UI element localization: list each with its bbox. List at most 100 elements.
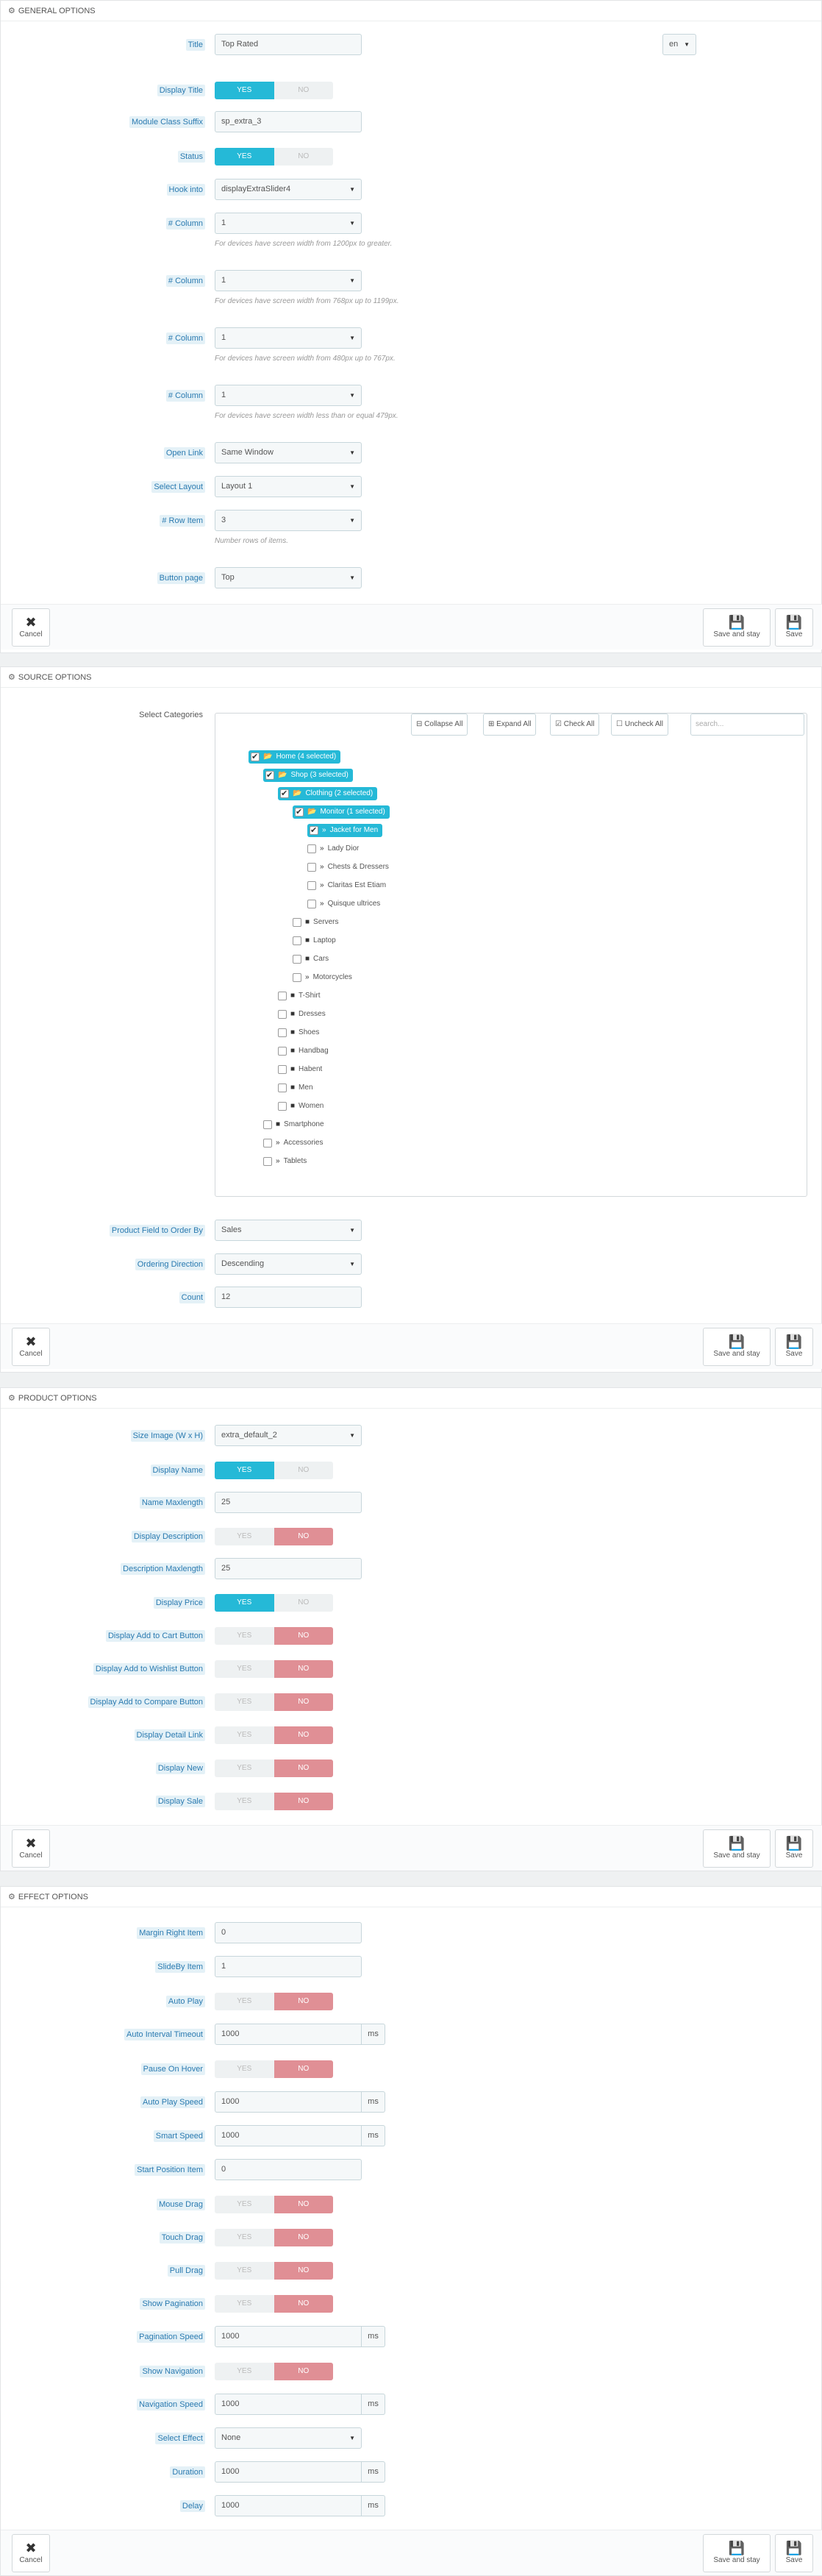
- pagination-speed-input[interactable]: 1000: [215, 2326, 362, 2347]
- tree-node[interactable]: »Claritas Est Etiam: [307, 879, 386, 892]
- toggle-yes[interactable]: YES: [215, 1726, 274, 1744]
- tree-node[interactable]: ■Cars: [293, 953, 329, 966]
- tree-node[interactable]: 📂Shop (3 selected): [263, 769, 353, 782]
- toggle-yes[interactable]: YES: [215, 1660, 274, 1678]
- tree-node[interactable]: 📂Home (4 selected): [249, 750, 341, 764]
- tree-node[interactable]: ■Shoes: [278, 1026, 319, 1039]
- tree-node[interactable]: ■Handbag: [278, 1045, 329, 1058]
- tree-node[interactable]: »Quisque ultrices: [307, 897, 380, 911]
- title-input[interactable]: Top Rated: [215, 34, 362, 55]
- checkbox[interactable]: [293, 955, 301, 964]
- language-select[interactable]: en▼: [662, 34, 696, 55]
- column-md-select[interactable]: 1▼: [215, 270, 362, 291]
- checkbox[interactable]: [293, 936, 301, 945]
- order-by-select[interactable]: Sales▼: [215, 1220, 362, 1241]
- checkbox[interactable]: [278, 1065, 287, 1074]
- tree-node[interactable]: »Chests & Dressers: [307, 861, 389, 874]
- toggle-yes[interactable]: YES: [215, 1627, 274, 1645]
- description-maxlength-input[interactable]: 25: [215, 1558, 362, 1579]
- toggle-no[interactable]: NO: [274, 1693, 333, 1711]
- delay-input[interactable]: 1000: [215, 2495, 362, 2516]
- toggle-no[interactable]: NO: [274, 1793, 333, 1810]
- tree-node[interactable]: »Lady Dior: [307, 842, 359, 855]
- button-page-select[interactable]: Top▼: [215, 567, 362, 588]
- tree-node[interactable]: 📂Clothing (2 selected): [278, 787, 378, 800]
- toggle-yes[interactable]: YES: [215, 1760, 274, 1777]
- suffix-input[interactable]: sp_extra_3: [215, 111, 362, 132]
- toggle-yes[interactable]: YES: [215, 2060, 274, 2078]
- layout-select[interactable]: Layout 1▼: [215, 476, 362, 497]
- toggle-no[interactable]: NO: [274, 2363, 333, 2380]
- autoplay-speed-input[interactable]: 1000: [215, 2091, 362, 2113]
- uncheck-all-button[interactable]: ☐ Uncheck All: [611, 714, 668, 736]
- toggle-no[interactable]: NO: [274, 2060, 333, 2078]
- tree-node[interactable]: »Jacket for Men: [307, 824, 383, 837]
- toggle-yes[interactable]: YES: [215, 148, 274, 166]
- hook-select[interactable]: displayExtraSlider4▼: [215, 179, 362, 200]
- cancel-button[interactable]: ✖Cancel: [12, 2534, 50, 2572]
- check-all-button[interactable]: ☑ Check All: [550, 714, 600, 736]
- toggle-no[interactable]: NO: [274, 148, 333, 166]
- checkbox[interactable]: [307, 881, 316, 890]
- tree-node[interactable]: ■Servers: [293, 916, 339, 929]
- tree-node[interactable]: ■Habent: [278, 1063, 322, 1076]
- toggle-no[interactable]: NO: [274, 1660, 333, 1678]
- tree-node[interactable]: »Accessories: [263, 1136, 323, 1150]
- cancel-button[interactable]: ✖Cancel: [12, 608, 50, 647]
- tree-node[interactable]: ■Dresses: [278, 1008, 326, 1021]
- checkbox[interactable]: [278, 1047, 287, 1056]
- smart-speed-input[interactable]: 1000: [215, 2125, 362, 2146]
- open-link-select[interactable]: Same Window▼: [215, 442, 362, 463]
- toggle-no[interactable]: NO: [274, 1993, 333, 2010]
- margin-right-input[interactable]: 0: [215, 1922, 362, 1943]
- cancel-button[interactable]: ✖Cancel: [12, 1328, 50, 1366]
- select-effect-select[interactable]: None▼: [215, 2427, 362, 2449]
- name-maxlength-input[interactable]: 25: [215, 1492, 362, 1513]
- tree-search-input[interactable]: search...: [690, 714, 804, 736]
- toggle-no[interactable]: NO: [274, 2229, 333, 2246]
- size-image-select[interactable]: extra_default_2▼: [215, 1425, 362, 1446]
- tree-node[interactable]: ■Smartphone: [263, 1118, 324, 1131]
- save-button[interactable]: 💾Save: [775, 1829, 813, 1868]
- save-button[interactable]: 💾Save: [775, 2534, 813, 2572]
- toggle-yes[interactable]: YES: [215, 1528, 274, 1545]
- column-lg-select[interactable]: 1▼: [215, 213, 362, 234]
- toggle-yes[interactable]: YES: [215, 2196, 274, 2213]
- collapse-all-button[interactable]: ⊟ Collapse All: [411, 714, 468, 736]
- row-item-select[interactable]: 3▼: [215, 510, 362, 531]
- toggle-yes[interactable]: YES: [215, 2295, 274, 2313]
- interval-input[interactable]: 1000: [215, 2024, 362, 2045]
- slideby-input[interactable]: 1: [215, 1956, 362, 1977]
- direction-select[interactable]: Descending▼: [215, 1253, 362, 1275]
- tree-node[interactable]: ■Women: [278, 1100, 324, 1113]
- checkbox[interactable]: [265, 769, 274, 782]
- start-position-input[interactable]: 0: [215, 2159, 362, 2180]
- checkbox[interactable]: [280, 787, 289, 800]
- toggle-yes[interactable]: YES: [215, 2262, 274, 2280]
- tree-node[interactable]: 📂Monitor (1 selected): [293, 805, 390, 819]
- checkbox[interactable]: [293, 918, 301, 927]
- checkbox[interactable]: [263, 1139, 272, 1148]
- save-and-stay-button[interactable]: 💾Save and stay: [703, 1328, 771, 1366]
- save-and-stay-button[interactable]: 💾Save and stay: [703, 1829, 771, 1868]
- cancel-button[interactable]: ✖Cancel: [12, 1829, 50, 1868]
- checkbox[interactable]: [310, 824, 318, 837]
- checkbox[interactable]: [263, 1120, 272, 1129]
- toggle-no[interactable]: NO: [274, 82, 333, 99]
- count-input[interactable]: 12: [215, 1287, 362, 1308]
- toggle-yes[interactable]: YES: [215, 1594, 274, 1612]
- navigation-speed-input[interactable]: 1000: [215, 2394, 362, 2415]
- checkbox[interactable]: [307, 863, 316, 872]
- toggle-yes[interactable]: YES: [215, 1793, 274, 1810]
